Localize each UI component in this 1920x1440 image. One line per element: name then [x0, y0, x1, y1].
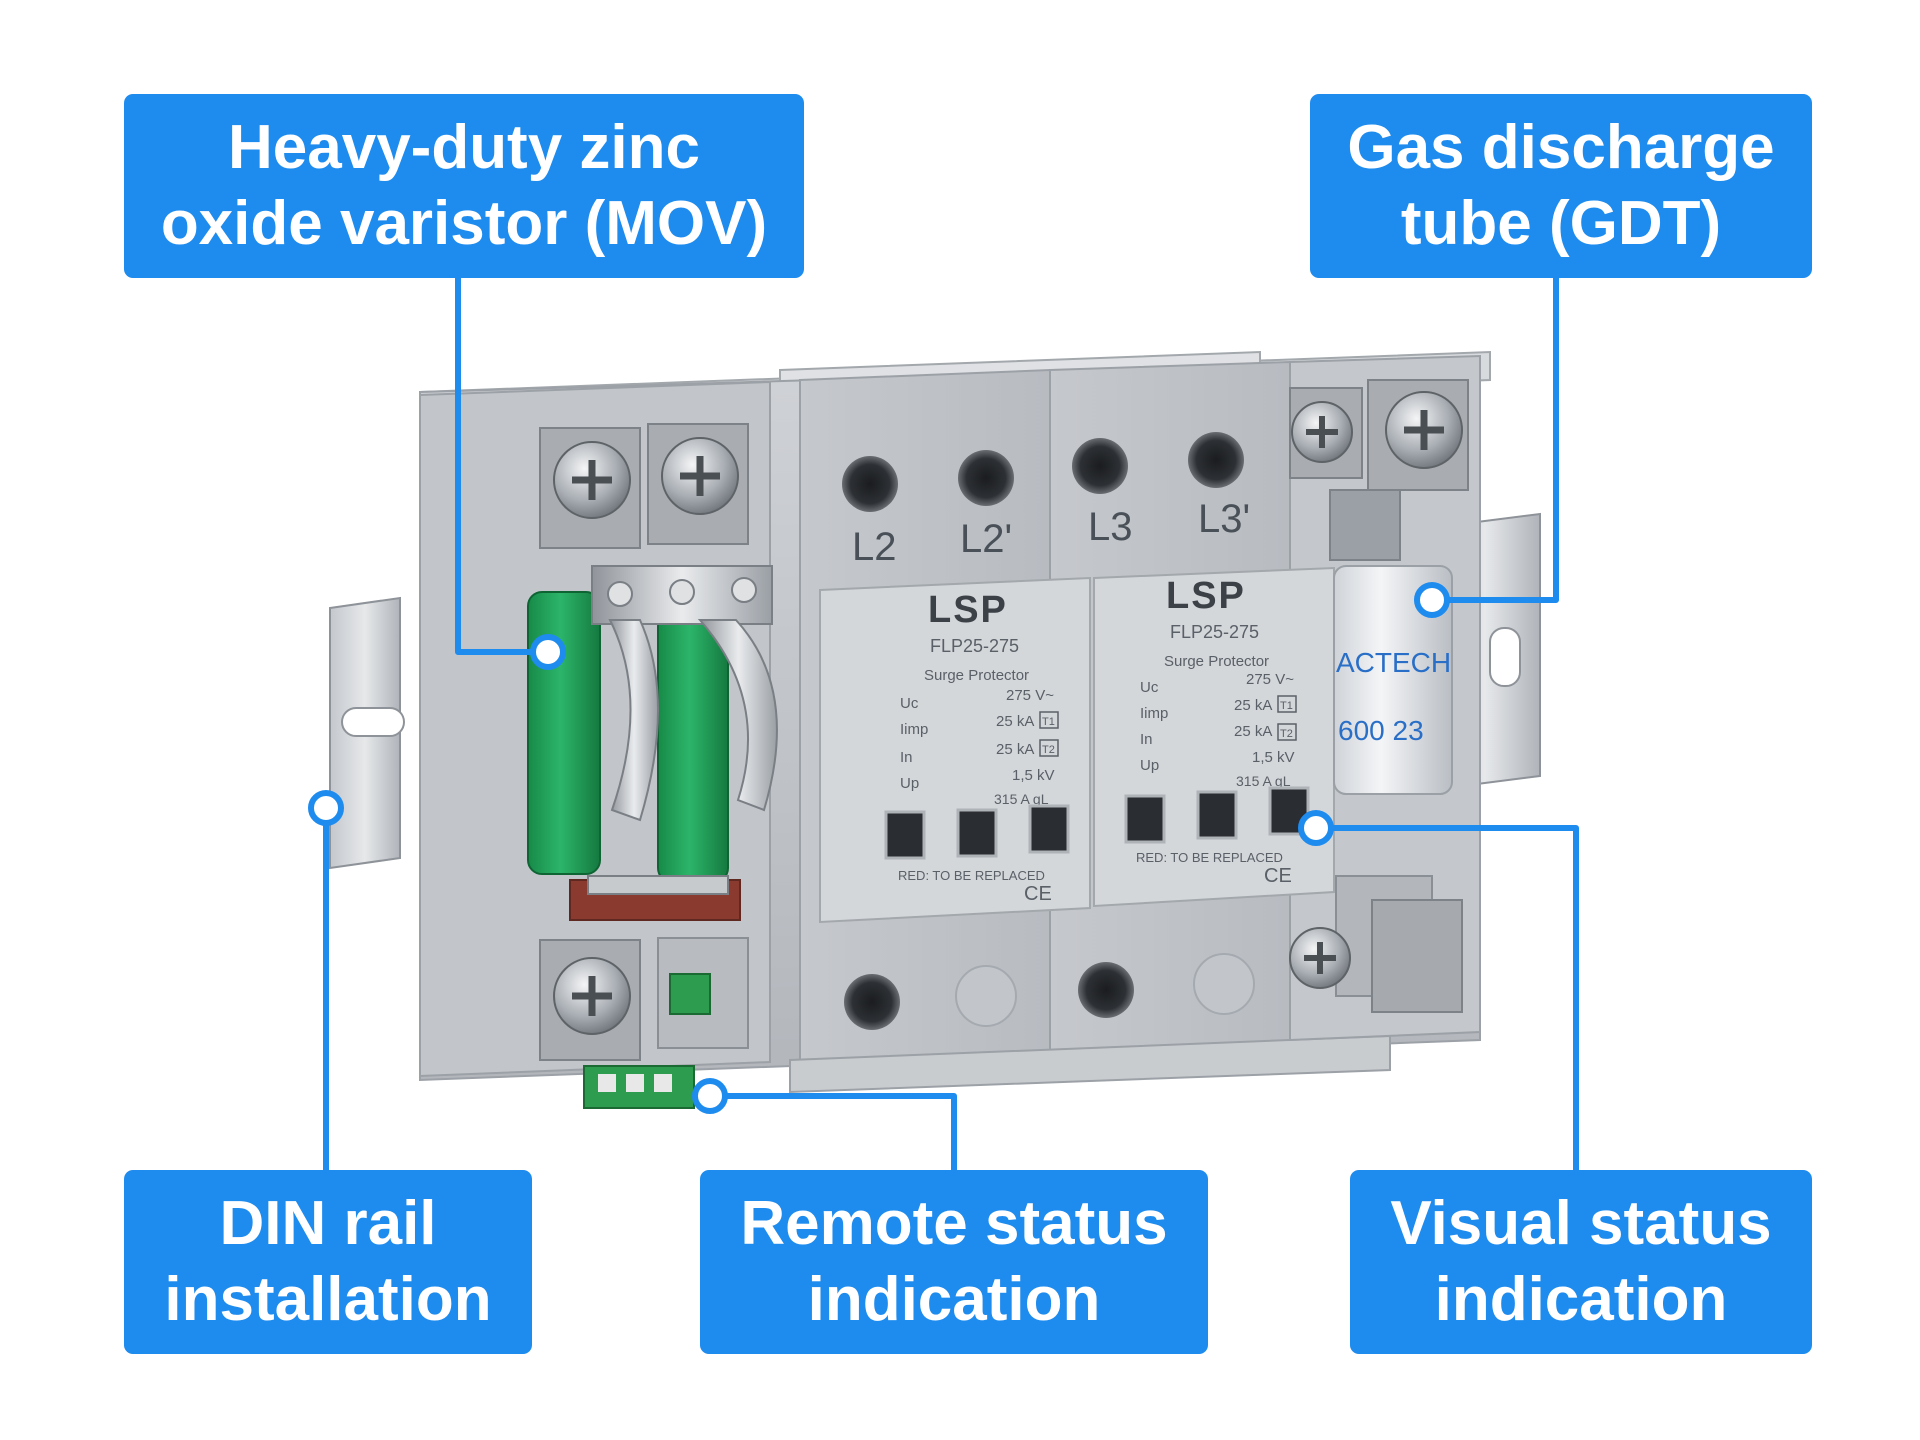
status-window [1124, 794, 1166, 844]
callout-mov-line1: Heavy-duty zinc [227, 113, 700, 182]
spec-value: 275 V~ [1006, 687, 1054, 704]
gdt-label: 600 23 [1338, 715, 1424, 746]
spec-badge: T1 [1280, 700, 1293, 712]
spec-value: 1,5 kV [1252, 749, 1295, 766]
spec-label: Up [900, 775, 919, 792]
spec-label: Uc [1140, 679, 1159, 696]
terminal-label: L2' [960, 517, 1012, 561]
product-subtitle: Surge Protector [1164, 653, 1269, 670]
status-window [1196, 790, 1238, 840]
spec-badge: T2 [1042, 744, 1055, 756]
spec-label: Iimp [900, 721, 928, 738]
callout-din-line1: DIN rail [219, 1189, 437, 1258]
spec-badge: T2 [1280, 728, 1293, 740]
ce-mark: CE [1024, 883, 1052, 905]
status-window [1268, 786, 1310, 836]
callout-gdt-line1: Gas discharge [1347, 113, 1775, 182]
callout-mov: Heavy-duty zinc oxide varistor (MOV) [124, 94, 804, 278]
model-number: FLP25-275 [930, 636, 1019, 656]
replace-warning: RED: TO BE REPLACED [898, 868, 1045, 883]
model-number: FLP25-275 [1170, 622, 1259, 642]
spec-value: 275 V~ [1246, 671, 1294, 688]
module-terminals: L2 L2' L3 L3' [842, 432, 1255, 1030]
spec-label: In [1140, 731, 1153, 748]
callout-remote-status: Remote status indication [700, 1170, 1208, 1354]
gdt-tube [1333, 565, 1453, 795]
callout-visual-line2: indication [1434, 1265, 1728, 1334]
callout-visual-line1: Visual status [1390, 1189, 1772, 1258]
replace-warning: RED: TO BE REPLACED [1136, 850, 1283, 865]
callout-remote-line2: indication [807, 1265, 1101, 1334]
ce-mark: CE [1264, 865, 1292, 887]
callout-din-rail: DIN rail installation [124, 1170, 532, 1354]
brand-logo: LSP [928, 589, 1008, 631]
terminal-label: L2 [852, 525, 897, 569]
spec-label: In [900, 749, 913, 766]
spec-label: Iimp [1140, 705, 1168, 722]
terminal-label: L3 [1088, 505, 1133, 549]
callout-remote-line1: Remote status [740, 1189, 1168, 1258]
callout-gdt: Gas discharge tube (GDT) [1310, 94, 1812, 278]
product-subtitle: Surge Protector [924, 667, 1029, 684]
remote-connector [583, 973, 711, 1109]
spec-label: Uc [900, 695, 919, 712]
brand-logo: LSP [1166, 575, 1246, 617]
fuse-rating: 315 A gL [1236, 773, 1291, 789]
fuse-rating: 315 A gL [994, 791, 1049, 807]
status-window [1028, 804, 1070, 854]
spec-value: 25 kA [996, 741, 1034, 758]
terminal-label: L3' [1198, 497, 1250, 541]
spec-value: 25 kA [1234, 697, 1272, 714]
spec-value: 25 kA [996, 713, 1034, 730]
status-window [956, 808, 998, 858]
spec-badge: T1 [1042, 716, 1055, 728]
spec-label: Up [1140, 757, 1159, 774]
status-window [884, 810, 926, 860]
gdt-label: ACTECH [1336, 647, 1451, 678]
callout-visual-status: Visual status indication [1350, 1170, 1812, 1354]
callout-mov-line2: oxide varistor (MOV) [160, 189, 768, 258]
spec-value: 25 kA [1234, 723, 1272, 740]
module-2-label: LSP FLP25-275 Surge Protector Uc 275 V~ … [1093, 566, 1335, 908]
callout-din-line2: installation [164, 1265, 492, 1334]
module-1-label: LSP FLP25-275 Surge Protector Uc 275 V~ … [819, 576, 1091, 924]
mov-varistors [527, 565, 778, 921]
spec-value: 1,5 kV [1012, 767, 1055, 784]
callout-gdt-line2: tube (GDT) [1400, 189, 1722, 258]
